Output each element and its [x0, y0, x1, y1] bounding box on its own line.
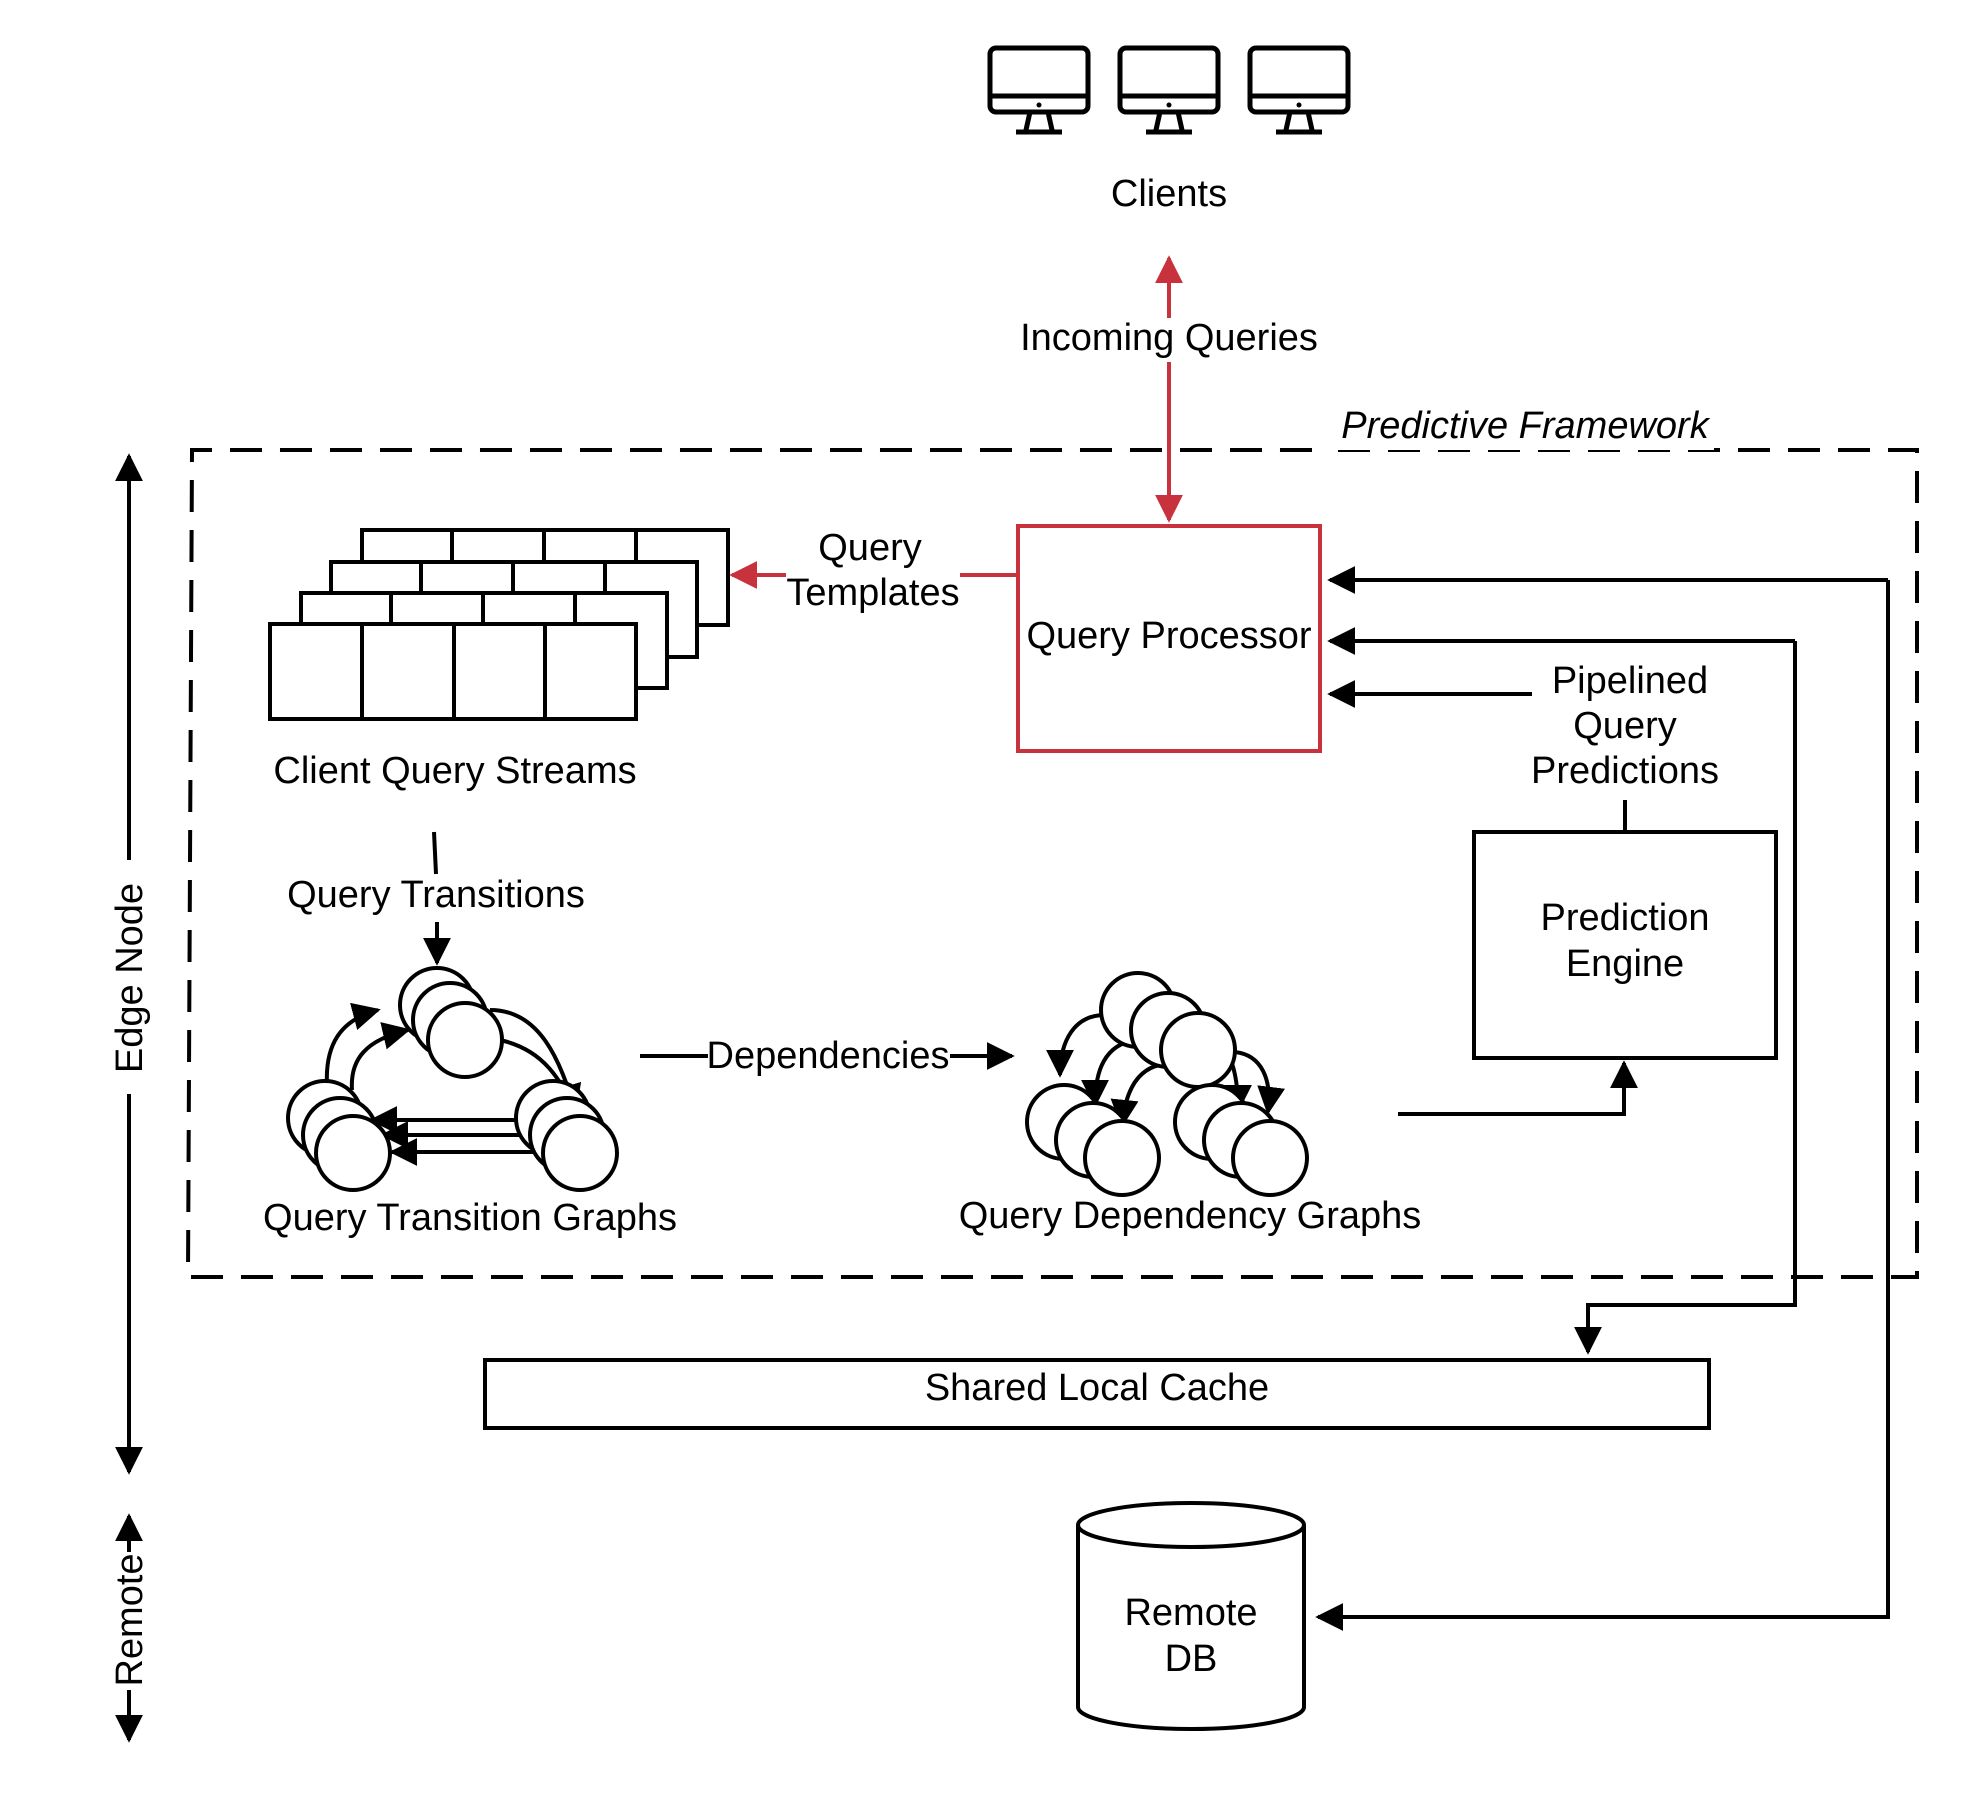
pipelined-label-line2: Query [1573, 705, 1676, 747]
predictive-framework: Predictive Framework [185, 402, 1919, 1279]
dependencies-edge: Dependencies [640, 1035, 1015, 1077]
shared-local-cache: Shared Local Cache [483, 1358, 1711, 1430]
query-templates-label-line2: Templates [786, 572, 959, 614]
query-templates-label-line1: Query [818, 527, 921, 569]
graph-nodes-icon [286, 966, 619, 1192]
query-transitions-edge: Query Transitions [287, 831, 585, 966]
edge-node-label: Edge Node [109, 883, 151, 1073]
database-cylinder-icon [1076, 1501, 1306, 1731]
query-transition-graphs: Query Transition Graphs [263, 966, 677, 1239]
clients-label: Clients [1111, 173, 1227, 215]
prediction-engine-label-line2: Engine [1566, 943, 1684, 985]
prediction-engine-label-line1: Prediction [1541, 897, 1710, 939]
stream-table-front [268, 622, 638, 721]
prediction-engine: Prediction Engine [1472, 830, 1778, 1060]
dependencies-label: Dependencies [707, 1035, 950, 1077]
remote-db-label-line1: Remote [1124, 1592, 1257, 1634]
pipelined-label-line3: Predictions [1531, 750, 1719, 792]
query-transitions-label: Query Transitions [287, 874, 585, 916]
shared-local-cache-label: Shared Local Cache [925, 1367, 1269, 1409]
client-query-streams: Client Query Streams [268, 528, 730, 792]
query-transition-graphs-label: Query Transition Graphs [263, 1197, 677, 1239]
remote-label: Remote [109, 1553, 151, 1686]
client-query-streams-label: Client Query Streams [273, 750, 636, 792]
incoming-queries-edge: Incoming Queries [1020, 255, 1318, 523]
query-processor-label: Query Processor [1026, 615, 1311, 657]
incoming-queries-label: Incoming Queries [1020, 317, 1318, 359]
query-dependency-graphs-label: Query Dependency Graphs [959, 1195, 1422, 1237]
pipelined-predictions-edge: Pipelined Query Predictions [1327, 660, 1719, 832]
query-templates-edge: Query Templates [729, 527, 1018, 614]
monitor-icon [1120, 48, 1218, 132]
clients-group: Clients [990, 48, 1348, 215]
pipelined-label-line1: Pipelined [1552, 660, 1708, 702]
remote-db-connection-edge [1315, 566, 1890, 1631]
remote-db: Remote DB [1076, 1501, 1306, 1731]
remote-db-label-line2: DB [1165, 1638, 1218, 1680]
monitor-icon [990, 48, 1088, 132]
graph-nodes-icon [1025, 971, 1309, 1197]
cache-connection-edge [1327, 627, 1797, 1355]
side-axis: Edge Node Remote [109, 453, 151, 1743]
query-processor: Query Processor [1016, 524, 1322, 753]
monitor-icon [1250, 48, 1348, 132]
predictive-framework-label: Predictive Framework [1341, 405, 1710, 447]
dependency-to-engine-edge [1398, 1060, 1638, 1116]
query-dependency-graphs: Query Dependency Graphs [959, 971, 1422, 1237]
